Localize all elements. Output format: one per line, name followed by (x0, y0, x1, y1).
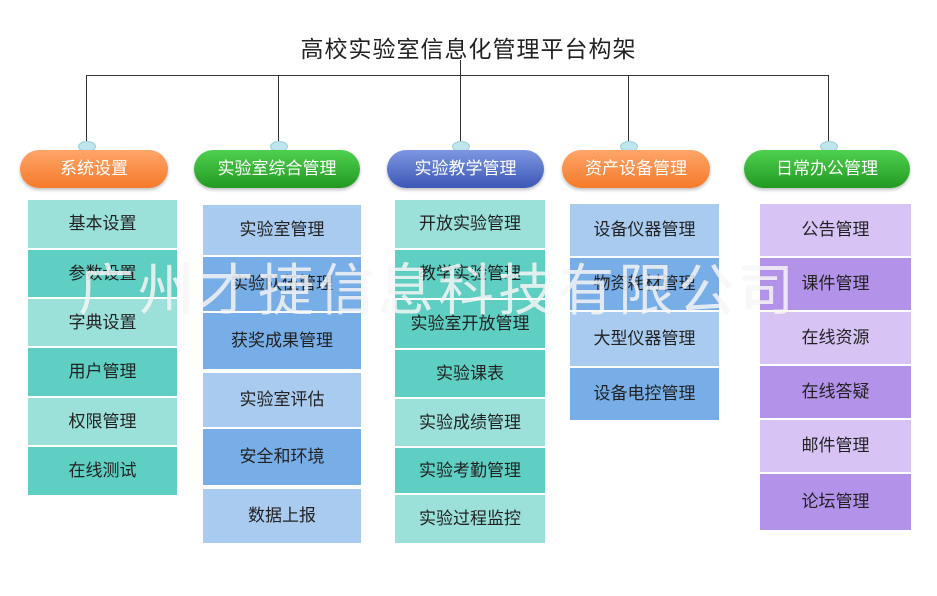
list-item: 邮件管理 (760, 420, 911, 474)
list-item: 物资耗材管理 (570, 258, 719, 312)
list-item: 在线测试 (28, 447, 177, 495)
list-item: 实验队伍管理 (203, 257, 361, 313)
list-item: 权限管理 (28, 398, 177, 447)
column-asset-management: 设备仪器管理 物资耗材管理 大型仪器管理 设备电控管理 (570, 204, 719, 420)
list-item: 大型仪器管理 (570, 312, 719, 368)
connector-branch-5 (828, 75, 829, 145)
list-item: 公告管理 (760, 204, 911, 258)
list-item: 用户管理 (28, 348, 177, 398)
column-teaching-management: 开放实验管理 教学实验管理 实验室开放管理 实验课表 实验成绩管理 实验考勤管理… (395, 200, 545, 543)
header-system-settings: 系统设置 (20, 150, 168, 188)
list-item: 在线答疑 (760, 366, 911, 420)
list-item: 实验室开放管理 (395, 300, 545, 350)
column-office-management: 公告管理 课件管理 在线资源 在线答疑 邮件管理 论坛管理 (760, 204, 911, 530)
list-item: 设备电控管理 (570, 368, 719, 420)
header-lab-management: 实验室综合管理 (194, 150, 360, 188)
column-system-settings: 基本设置 参数设置 字典设置 用户管理 权限管理 在线测试 (28, 200, 177, 495)
connector-branch-4 (628, 75, 629, 145)
connector-branch-3 (460, 75, 461, 145)
list-item: 字典设置 (28, 299, 177, 348)
list-item: 实验室管理 (203, 205, 361, 257)
list-item: 基本设置 (28, 200, 177, 250)
list-item: 课件管理 (760, 258, 911, 312)
list-item: 设备仪器管理 (570, 204, 719, 258)
list-item: 实验过程监控 (395, 495, 545, 543)
header-office-management: 日常办公管理 (744, 150, 910, 188)
column-lab-management: 实验室管理 实验队伍管理 获奖成果管理 实验室评估 安全和环境 数据上报 (203, 205, 361, 543)
header-asset-management: 资产设备管理 (562, 150, 710, 188)
connector-horizontal (86, 75, 828, 76)
list-item: 获奖成果管理 (203, 313, 361, 371)
list-item: 参数设置 (28, 250, 177, 299)
list-item: 实验室评估 (203, 373, 361, 429)
list-item: 数据上报 (203, 489, 361, 543)
connector-branch-1 (86, 75, 87, 145)
list-item: 实验课表 (395, 350, 545, 399)
list-item: 教学实验管理 (395, 250, 545, 300)
list-item: 在线资源 (760, 312, 911, 366)
connector-root (460, 60, 461, 76)
header-teaching-management: 实验教学管理 (387, 150, 544, 188)
diagram-title: 高校实验室信息化管理平台构架 (300, 37, 637, 63)
list-item: 论坛管理 (760, 474, 911, 530)
list-item: 安全和环境 (203, 429, 361, 487)
connector-branch-2 (278, 75, 279, 145)
list-item: 实验考勤管理 (395, 448, 545, 495)
list-item: 实验成绩管理 (395, 399, 545, 448)
list-item: 开放实验管理 (395, 200, 545, 250)
